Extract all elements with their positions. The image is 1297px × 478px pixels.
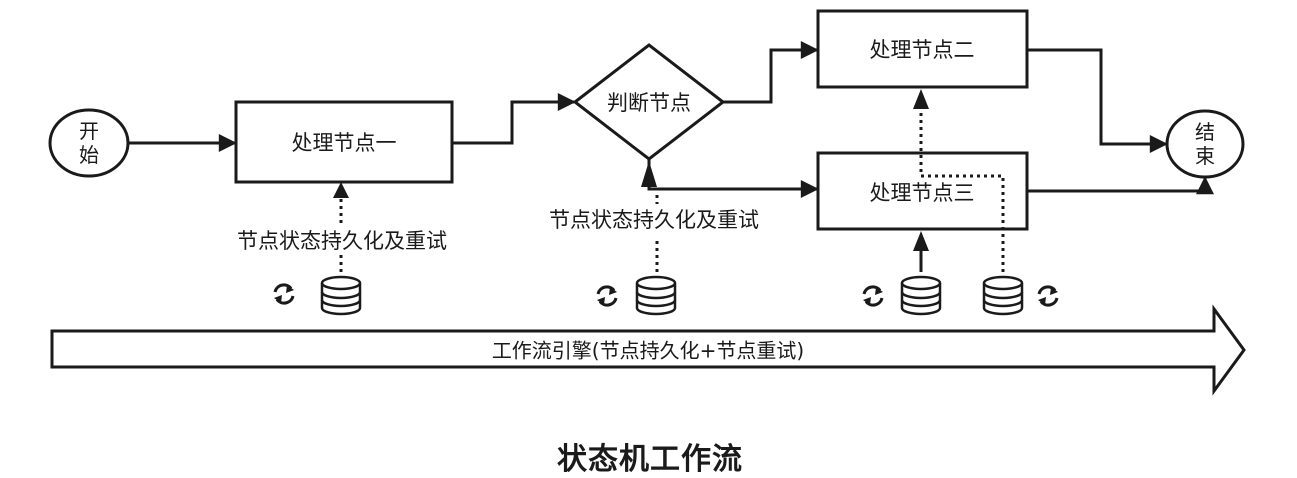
process-three-label: 处理节点三 [869,181,975,205]
database-icon [320,275,362,316]
persistence-arrows [333,89,929,272]
decision-label: 判断节点 [607,91,691,115]
engine-label: 工作流引擎(节点持久化+节点重试) [491,338,805,363]
refresh-icon [1036,285,1060,307]
persist-label-one: 节点状态持久化及重试 [235,225,449,255]
edge-two-to-end [1027,48,1168,153]
edge-decision-to-two [723,41,819,104]
end-node-label: 结束 [1195,120,1215,168]
persist-label-two: 节点状态持久化及重试 [547,204,761,234]
database-icon [900,275,942,316]
edge-decision-to-three [647,159,819,198]
diagram-caption: 状态机工作流 [557,442,743,477]
edge-three-to-end [1027,176,1214,195]
refresh-icon [861,285,885,307]
engine-arrow [50,304,1246,396]
edge-one-to-decision [452,93,576,145]
database-icon [635,275,677,316]
process-one-label: 处理节点一 [291,131,397,155]
refresh-icon [272,283,296,305]
process-two-label: 处理节点二 [869,38,975,62]
database-icon [982,275,1024,316]
process-node-one [234,100,454,184]
start-node-label: 开始 [79,119,99,167]
refresh-icon [595,285,619,307]
